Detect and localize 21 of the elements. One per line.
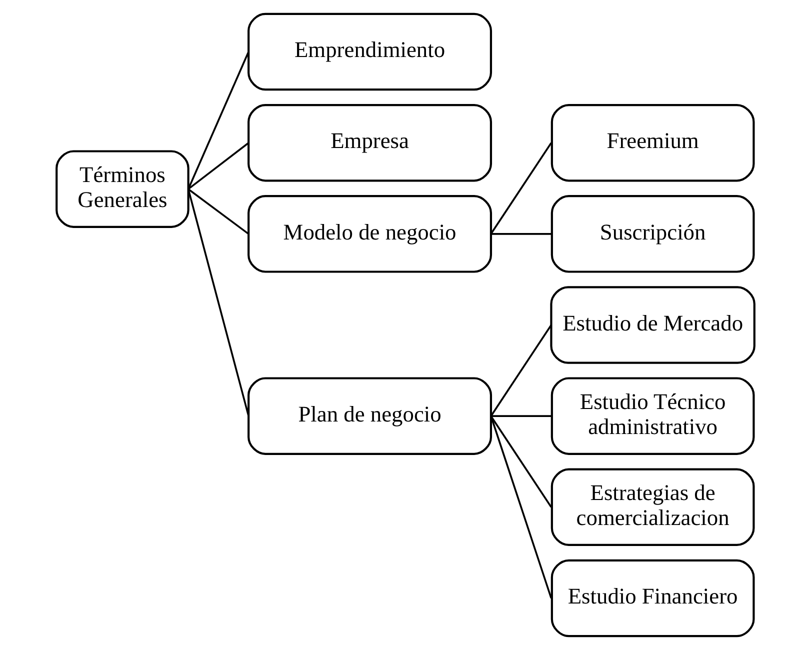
node-box: Modelo de negocio xyxy=(248,195,492,273)
connector xyxy=(188,188,250,235)
node-box: Estudio Técnico administrativo xyxy=(550,377,755,455)
node-box: Términos Generales xyxy=(56,150,190,228)
node-box: Freemium xyxy=(550,104,755,182)
node-box: Plan de negocio xyxy=(248,377,492,455)
connector xyxy=(188,142,250,190)
node-box: Estrategias de comercializacion xyxy=(550,468,755,546)
node-box: Estudio Financiero xyxy=(550,559,755,638)
node-box: Estudio de Mercado xyxy=(550,286,756,364)
node-box: Suscripción xyxy=(550,195,755,273)
connector xyxy=(490,415,552,417)
connector xyxy=(490,324,552,417)
connector xyxy=(490,142,552,234)
node-box: Empresa xyxy=(248,104,492,182)
connector xyxy=(187,188,250,416)
connector xyxy=(187,51,250,190)
connector xyxy=(490,416,552,508)
connector xyxy=(490,233,552,235)
connector xyxy=(490,416,552,599)
node-box: Emprendimiento xyxy=(248,12,492,91)
